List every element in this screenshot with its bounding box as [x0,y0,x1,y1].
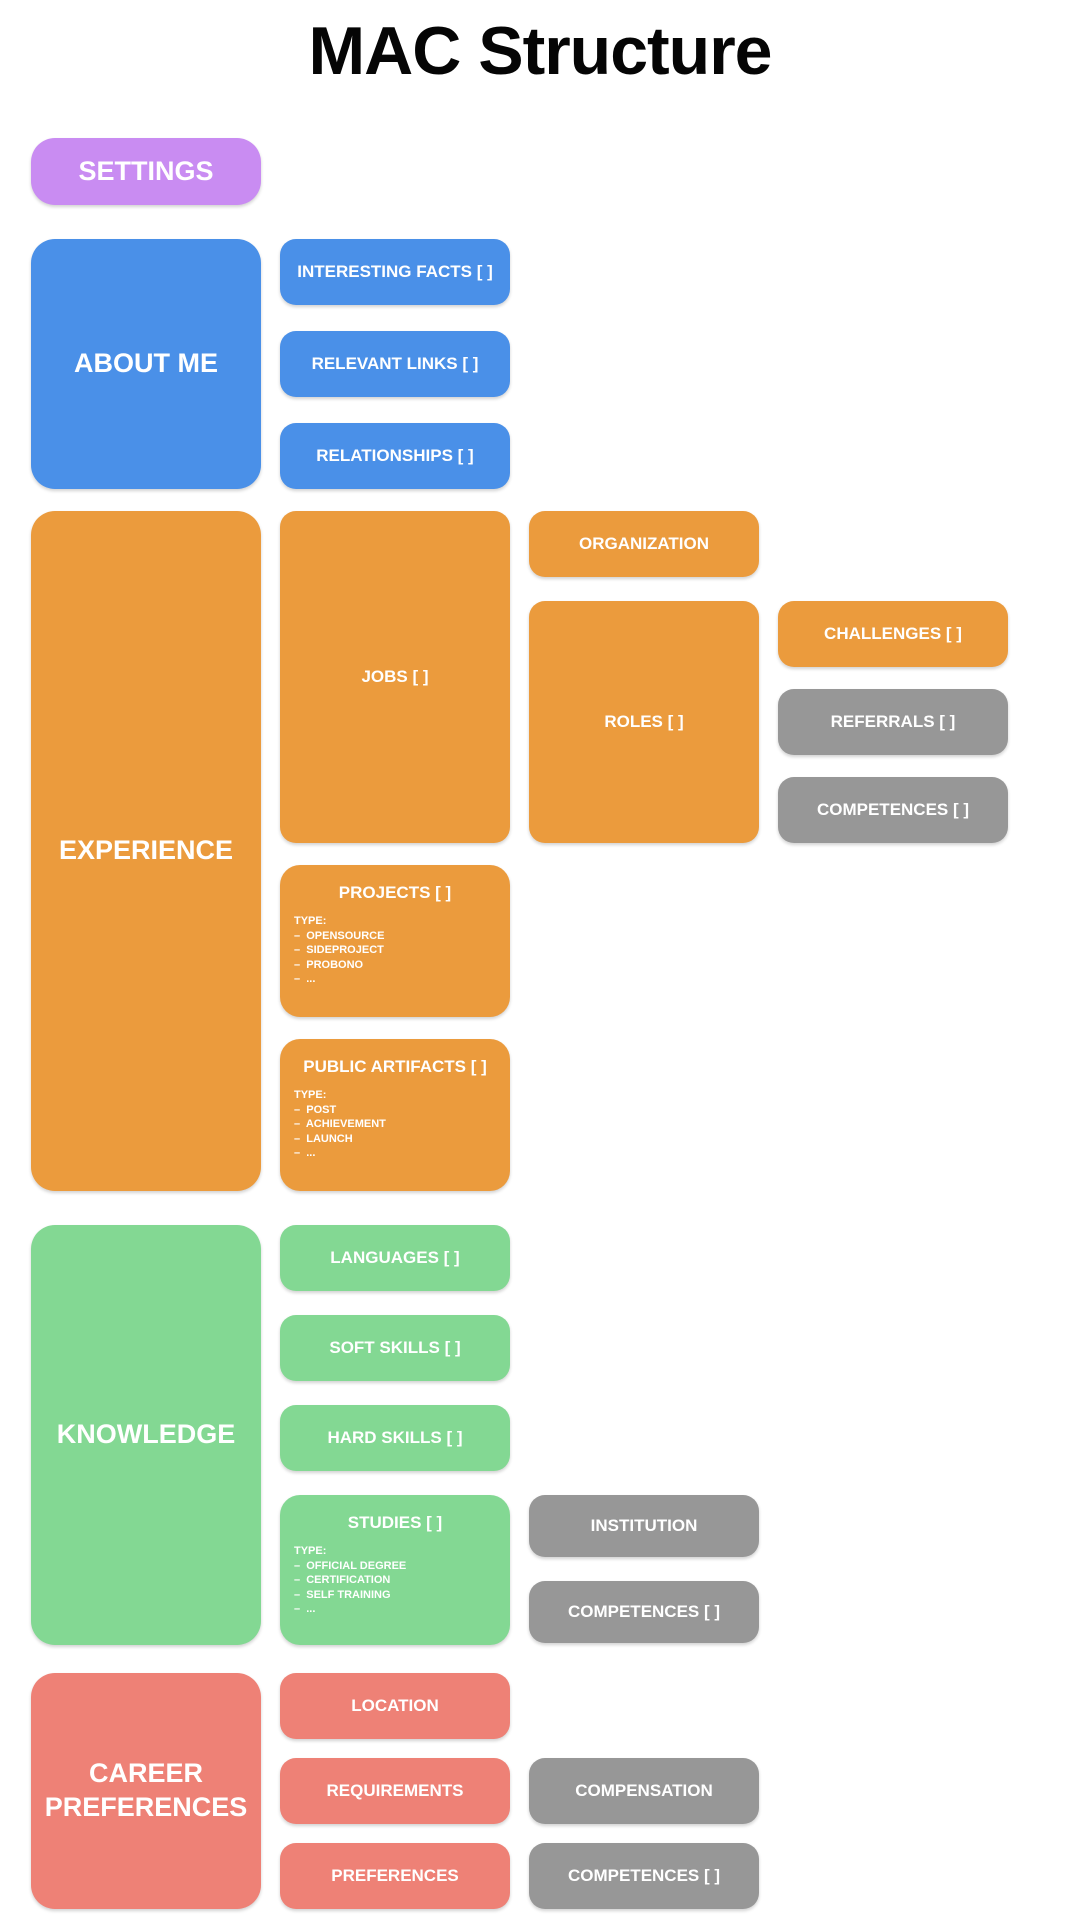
referrals-node: REFERRALS [ ] [778,689,1008,755]
preferences-node: PREFERENCES [280,1843,510,1909]
institution-node: INSTITUTION [529,1495,759,1557]
compensation-label: COMPENSATION [575,1781,713,1800]
career-grandchildren-column: COMPENSATION COMPETENCES [ ] [529,1673,759,1909]
career-main-column: CAREER PREFERENCES [31,1673,261,1909]
type-item: – OPENSOURCE [294,929,385,942]
requirements-label: REQUIREMENTS [326,1781,464,1800]
knowledge-children-column: LANGUAGES [ ] SOFT SKILLS [ ] HARD SKILL… [280,1225,510,1645]
languages-node: LANGUAGES [ ] [280,1225,510,1291]
page-title: MAC Structure [308,13,772,89]
referrals-label: REFERRALS [ ] [830,712,956,731]
type-item: – ACHIEVEMENT [294,1118,386,1130]
location-label: LOCATION [351,1696,439,1715]
settings-label: SETTINGS [78,155,214,186]
public-artifacts-label: PUBLIC ARTIFACTS [ ] [303,1057,487,1076]
relationships-label: RELATIONSHIPS [ ] [316,446,474,465]
projects-type-block: TYPE: – OPENSOURCE – SIDEPROJECT – PROBONO… [294,914,496,987]
experience-competences-node: COMPETENCES [ ] [778,777,1008,843]
institution-label: INSTITUTION [590,1516,698,1535]
organization-node: ORGANIZATION [529,511,759,577]
public-artifacts-type-list: – POST – ACHIEVEMENT – LAUNCH – ... [294,1103,496,1161]
interesting-facts-node: INTERESTING FACTS [ ] [280,239,510,305]
experience-children-column: JOBS [ ] PROJECTS [ ] TYPE: – OPENSOURCE… [280,511,510,1191]
organization-label: ORGANIZATION [578,534,709,553]
interesting-facts-label: INTERESTING FACTS [ ] [297,262,493,281]
career-grandchildren-spacer [529,1673,759,1739]
about-me-children-column: INTERESTING FACTS [ ] RELEVANT LINKS [ ]… [280,239,510,489]
roles-node: ROLES [ ] [529,601,759,843]
knowledge-competences-node: COMPETENCES [ ] [529,1581,759,1643]
relevant-links-node: RELEVANT LINKS [ ] [280,331,510,397]
projects-label: PROJECTS [ ] [338,883,452,902]
career-preferences-node: CAREER PREFERENCES [31,1673,261,1909]
jobs-label: JOBS [ ] [361,667,429,686]
section-experience: EXPERIENCE JOBS [ ] PROJECTS [ ] TYPE: –… [31,511,1080,1191]
location-node: LOCATION [280,1673,510,1739]
type-item: – ... [294,1603,316,1615]
challenges-node: CHALLENGES [ ] [778,601,1008,667]
type-item: – OFFICIAL DEGREE [294,1559,407,1572]
section-settings: SETTINGS [31,138,1080,205]
section-about-me: ABOUT ME INTERESTING FACTS [ ] RELEVANT … [31,239,1080,489]
roles-label: ROLES [ ] [604,712,684,731]
about-me-main-column: ABOUT ME [31,239,261,489]
jobs-node: JOBS [ ] [280,511,510,843]
knowledge-main-column: KNOWLEDGE [31,1225,261,1645]
languages-label: LANGUAGES [ ] [330,1248,460,1267]
experience-competences-label: COMPETENCES [ ] [816,800,970,819]
studies-children-spacer [529,1225,759,1471]
type-item: – ... [294,1147,316,1159]
type-item: – PROBONO [294,958,364,971]
knowledge-label: KNOWLEDGE [56,1419,236,1450]
settings-node: SETTINGS [31,138,261,205]
hard-skills-node: HARD SKILLS [ ] [280,1405,510,1471]
hard-skills-label: HARD SKILLS [ ] [327,1428,463,1447]
jobs-children-column: ORGANIZATION ROLES [ ] [529,511,759,1191]
type-item: – SELF TRAINING [294,1588,391,1601]
career-children-column: LOCATION REQUIREMENTS PREFERENCES [280,1673,510,1909]
type-item: – LAUNCH [294,1132,353,1145]
studies-type-block: TYPE: – OFFICIAL DEGREE– CERTIFICATION– … [294,1544,496,1617]
career-competences-label: COMPETENCES [ ] [567,1866,721,1885]
section-knowledge: KNOWLEDGE LANGUAGES [ ] SOFT SKILLS [ ] … [31,1225,1080,1645]
projects-type-list: – OPENSOURCE – SIDEPROJECT – PROBONO – ... [294,929,496,987]
compensation-node: COMPENSATION [529,1758,759,1824]
projects-node: PROJECTS [ ] TYPE: – OPENSOURCE – SIDEPRO… [280,865,510,1017]
public-artifacts-type-block: TYPE: – POST – ACHIEVEMENT – LAUNCH – ... [294,1088,496,1161]
studies-children-column: INSTITUTION COMPETENCES [ ] [529,1225,759,1645]
roles-children-spacer [778,511,1008,579]
knowledge-competences-label: COMPETENCES [ ] [567,1602,721,1621]
studies-label: STUDIES [ ] [347,1513,443,1532]
requirements-node: REQUIREMENTS [280,1758,510,1824]
knowledge-node: KNOWLEDGE [31,1225,261,1645]
projects-type-heading: TYPE: [294,915,327,927]
public-artifacts-type-heading: TYPE: [294,1089,327,1101]
studies-type-heading: TYPE: [294,1545,327,1557]
roles-children-column: CHALLENGES [ ] REFERRALS [ ] COMPETENCES… [778,511,1008,1191]
section-career-preferences: CAREER PREFERENCES LOCATION REQUIREMENTS… [31,1673,1080,1909]
challenges-label: CHALLENGES [ ] [824,624,962,643]
experience-node: EXPERIENCE [31,511,261,1191]
career-competences-node: COMPETENCES [ ] [529,1843,759,1909]
about-me-label: ABOUT ME [74,348,218,379]
type-item: – POST [294,1103,337,1116]
career-preferences-label: CAREER PREFERENCES [44,1758,248,1822]
soft-skills-node: SOFT SKILLS [ ] [280,1315,510,1381]
type-item: – ... [294,973,316,985]
studies-node: STUDIES [ ] TYPE: – OFFICIAL DEGREE – CER… [280,1495,510,1645]
relevant-links-label: RELEVANT LINKS [ ] [311,354,479,373]
about-me-node: ABOUT ME [31,239,261,489]
studies-type-list: – OFFICIAL DEGREE – CERTIFICATION – SELF T… [294,1559,496,1617]
soft-skills-label: SOFT SKILLS [ ] [329,1338,461,1357]
public-artifacts-node: PUBLIC ARTIFACTS [ ] TYPE: – POST – ACHIE… [280,1039,510,1191]
experience-main-column: EXPERIENCE [31,511,261,1191]
experience-label: EXPERIENCE [58,835,234,866]
preferences-label: PREFERENCES [331,1866,459,1885]
type-item: – SIDEPROJECT [294,944,384,956]
relationships-node: RELATIONSHIPS [ ] [280,423,510,489]
type-item: – CERTIFICATION [294,1574,391,1586]
